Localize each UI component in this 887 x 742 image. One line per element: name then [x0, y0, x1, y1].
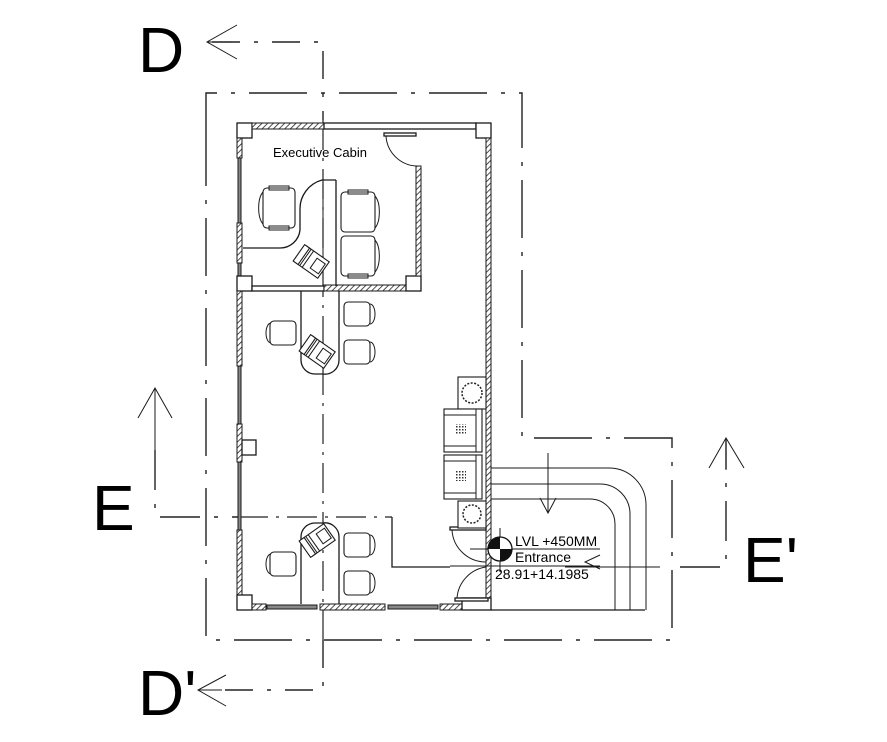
workstation-desk	[300, 291, 340, 375]
cabin-door[interactable]	[383, 132, 417, 167]
room-label-executive-cabin: Executive Cabin	[273, 145, 367, 160]
chair	[340, 189, 380, 233]
level-name: Entrance	[515, 549, 571, 565]
workstation-chair	[292, 243, 330, 279]
planter	[457, 500, 487, 529]
arrow-down-icon	[539, 497, 557, 515]
plot-boundary	[205, 92, 673, 641]
section-label-e: E	[92, 472, 135, 544]
section-label-d: D	[138, 14, 184, 86]
chair	[340, 235, 380, 279]
level-marker	[450, 528, 600, 572]
executive-desk	[243, 179, 337, 286]
chair	[343, 570, 376, 596]
planter	[457, 376, 487, 410]
arrow-up-icon	[137, 386, 173, 419]
entrance-steps	[491, 453, 647, 610]
section-line-e	[137, 386, 745, 570]
arrow-left-icon	[583, 554, 601, 570]
level-coordinates: 28.91+14.1985	[495, 566, 589, 582]
chair	[343, 339, 376, 365]
chair	[343, 532, 376, 558]
section-label-d-prime: D'	[138, 657, 196, 729]
workstation-desk	[300, 522, 340, 604]
chair	[265, 320, 297, 346]
level-value: LVL +450MM	[515, 533, 597, 549]
chair	[265, 551, 297, 577]
building-walls	[236, 122, 645, 611]
section-line-d	[196, 24, 324, 707]
sofa-seat	[443, 454, 483, 500]
section-label-e-prime: E'	[743, 524, 798, 596]
arrow-up-icon	[708, 437, 745, 469]
chair	[258, 185, 296, 231]
workstation-chair	[298, 333, 336, 369]
sofa-seat	[443, 408, 483, 453]
entrance-door[interactable]	[449, 526, 489, 602]
chair	[343, 301, 376, 327]
workstation-chair	[298, 523, 336, 559]
